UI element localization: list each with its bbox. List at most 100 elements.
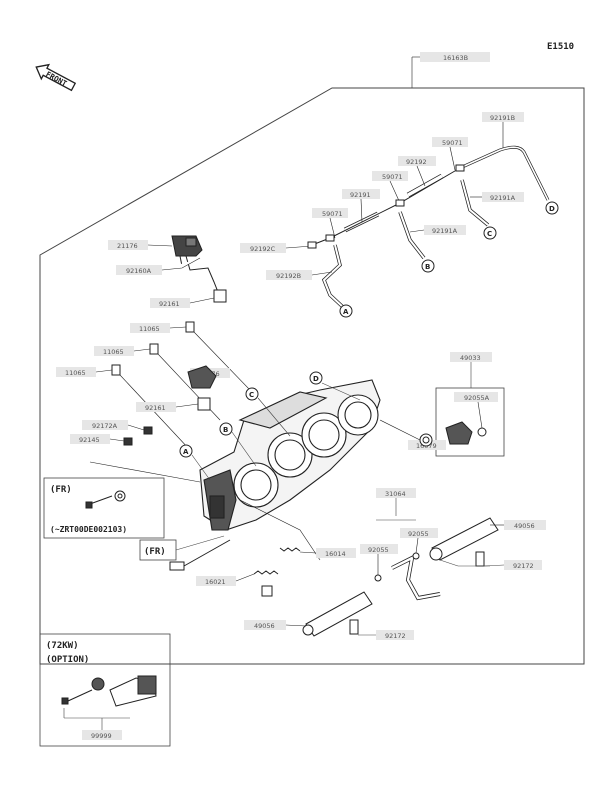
- svg-text:C: C: [487, 230, 492, 238]
- label-16021[interactable]: 16021: [196, 576, 236, 586]
- svg-text:99999: 99999: [91, 732, 112, 740]
- svg-text:59071: 59071: [322, 210, 343, 218]
- label-11065-b[interactable]: 11065: [94, 346, 134, 356]
- callout-D-body[interactable]: D: [309, 371, 323, 385]
- svg-text:92160A: 92160A: [126, 267, 152, 275]
- label-16163B[interactable]: 16163B: [420, 52, 490, 62]
- sensor-21176-icon: [147, 235, 227, 304]
- svg-text:92055: 92055: [408, 530, 429, 538]
- fr-box-bolt-icon: [85, 490, 126, 509]
- svg-text:B: B: [425, 263, 430, 271]
- svg-text:92161: 92161: [159, 300, 180, 308]
- svg-text:49056: 49056: [254, 622, 275, 630]
- svg-text:D: D: [549, 205, 555, 213]
- svg-text:92191A: 92191A: [490, 194, 516, 202]
- option-model-note: (72KW): [46, 641, 79, 651]
- callout-C-top[interactable]: C: [483, 226, 497, 240]
- label-31064[interactable]: 31064: [376, 488, 416, 498]
- label-59071-b[interactable]: 59071: [372, 171, 408, 181]
- svg-text:92172: 92172: [385, 632, 406, 640]
- label-92192C[interactable]: 92192C: [240, 243, 286, 253]
- label-92161-top[interactable]: 92161: [150, 298, 190, 308]
- svg-text:B: B: [223, 426, 228, 434]
- label-92161-mid[interactable]: 92161: [136, 402, 176, 412]
- callout-B-top[interactable]: B: [421, 259, 435, 273]
- label-49033[interactable]: 49033: [450, 352, 492, 362]
- label-92192B[interactable]: 92192B: [266, 270, 312, 280]
- fr-note-1: (FR): [50, 485, 72, 495]
- svg-text:16163B: 16163B: [443, 54, 468, 62]
- svg-text:59071: 59071: [442, 139, 463, 147]
- label-49056-right[interactable]: 49056: [504, 520, 546, 530]
- svg-text:11065: 11065: [139, 325, 160, 333]
- sensor-21176-mid-icon: [175, 365, 217, 411]
- svg-text:92055: 92055: [368, 546, 389, 554]
- callout-B-body[interactable]: B: [219, 422, 233, 436]
- label-92145[interactable]: 92145: [70, 434, 110, 444]
- label-92172-right[interactable]: 92172: [504, 560, 542, 570]
- screw-icons: [89, 424, 201, 483]
- throttle-body-assembly-icon: [199, 379, 381, 561]
- box-49033: [435, 387, 505, 457]
- solenoid-49033-icon: [445, 401, 487, 445]
- fr-box-1: [43, 477, 165, 539]
- svg-text:92191: 92191: [350, 191, 371, 199]
- label-92191B[interactable]: 92191B: [482, 112, 524, 122]
- label-92055-right[interactable]: 92055: [400, 528, 438, 538]
- callout-D-top[interactable]: D: [545, 201, 559, 215]
- label-92172-left[interactable]: 92172: [376, 630, 414, 640]
- callout-A-body[interactable]: A: [179, 444, 193, 458]
- svg-text:92172A: 92172A: [92, 422, 118, 430]
- option-box: [39, 633, 171, 747]
- svg-text:92192C: 92192C: [250, 245, 276, 253]
- svg-text:11065: 11065: [103, 348, 124, 356]
- callout-C-body[interactable]: C: [245, 387, 259, 401]
- front-arrow-icon: FRONT: [35, 63, 77, 92]
- label-92055A[interactable]: 92055A: [454, 392, 498, 402]
- fuel-pipe-31064-icon: [374, 537, 441, 601]
- label-92172A[interactable]: 92172A: [82, 420, 128, 430]
- label-11065-c[interactable]: 11065: [56, 367, 96, 377]
- label-92055-mid[interactable]: 92055: [360, 544, 398, 554]
- label-11065-a[interactable]: 11065: [130, 323, 170, 333]
- label-99999[interactable]: 99999: [82, 730, 122, 740]
- svg-text:21176: 21176: [117, 242, 138, 250]
- svg-text:92191B: 92191B: [490, 114, 515, 122]
- label-92191[interactable]: 92191: [342, 189, 380, 199]
- svg-text:31064: 31064: [385, 490, 406, 498]
- cap-16079-icon: [379, 419, 433, 447]
- label-92192[interactable]: 92192: [398, 156, 436, 166]
- label-49056-left[interactable]: 49056: [244, 620, 286, 630]
- svg-text:A: A: [343, 308, 349, 316]
- spring-16021-icon: [235, 570, 279, 597]
- bolt-16021-icon: [169, 539, 231, 571]
- callout-A-top[interactable]: A: [339, 304, 353, 318]
- svg-text:16021: 16021: [205, 578, 226, 586]
- label-16014[interactable]: 16014: [316, 548, 356, 558]
- svg-text:49033: 49033: [460, 354, 481, 362]
- svg-text:D: D: [313, 375, 319, 383]
- label-21176[interactable]: 21176: [108, 240, 148, 250]
- svg-text:92191A: 92191A: [432, 227, 458, 235]
- fuel-rail-49056-right-icon: [429, 517, 504, 567]
- label-92191A-mid[interactable]: 92191A: [424, 225, 466, 235]
- svg-text:92055A: 92055A: [464, 394, 490, 402]
- svg-text:A: A: [183, 448, 189, 456]
- hose-joints: [307, 164, 465, 249]
- svg-text:C: C: [249, 391, 254, 399]
- label-92191A-right[interactable]: 92191A: [482, 192, 524, 202]
- svg-text:92192B: 92192B: [276, 272, 301, 280]
- option-note: (OPTION): [46, 655, 89, 665]
- diagram-code: E1510: [547, 42, 574, 52]
- svg-text:92172: 92172: [513, 562, 534, 570]
- label-59071-a[interactable]: 59071: [432, 137, 468, 147]
- spring-16014-icon: [279, 547, 317, 554]
- svg-text:92161: 92161: [145, 404, 166, 412]
- fitting-11065-icons: [95, 321, 251, 451]
- label-59071-c[interactable]: 59071: [312, 208, 348, 218]
- option-sensor-icon: [61, 675, 157, 707]
- svg-text:59071: 59071: [382, 173, 403, 181]
- svg-text:92145: 92145: [79, 436, 100, 444]
- label-92160A[interactable]: 92160A: [116, 265, 162, 275]
